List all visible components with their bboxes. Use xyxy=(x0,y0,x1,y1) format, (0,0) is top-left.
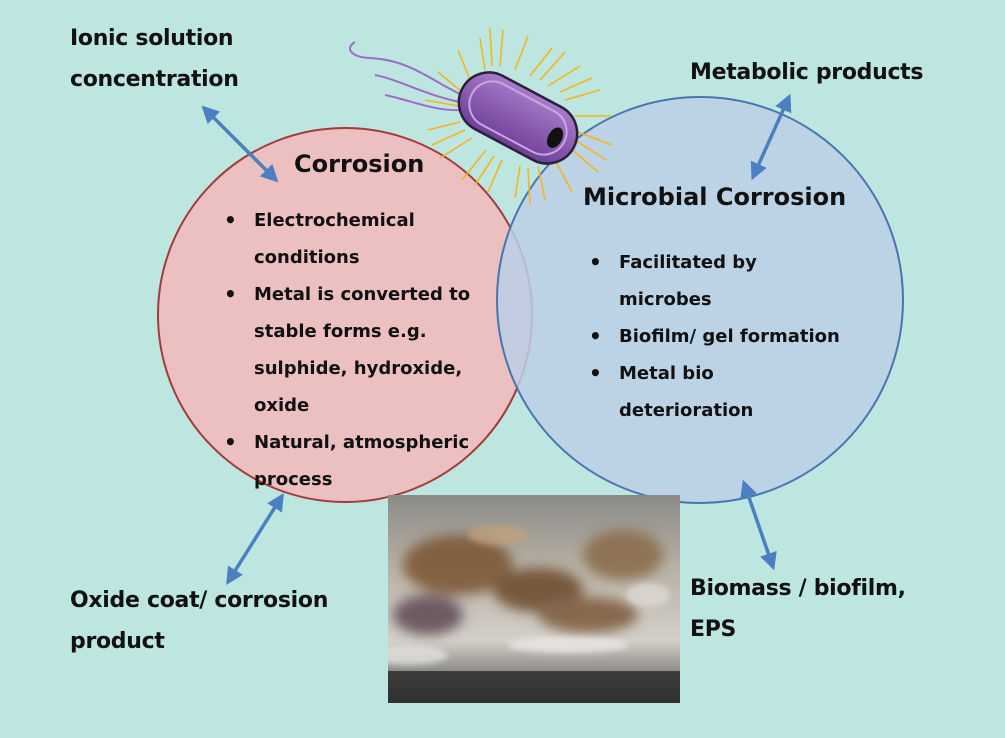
corroded-metal-surface-photo xyxy=(388,495,680,703)
corrosion-title: Corrosion xyxy=(294,150,425,178)
oxide-coat-label: Oxide coat/ corrosion product xyxy=(70,588,329,654)
arrow-bottom-left xyxy=(226,493,284,585)
metabolic-products-label: Metabolic products xyxy=(690,60,924,85)
rod-shaped-bacterium-icon xyxy=(349,27,613,206)
microbial-corrosion-bullet-list: Facilitated by microbes Biofilm/ gel for… xyxy=(583,244,840,429)
arrow-top-left xyxy=(201,105,279,183)
list-item: Metal bio deterioration xyxy=(583,355,840,429)
list-item: Metal is converted to stable forms e.g. … xyxy=(218,276,470,424)
list-item: Electrochemical conditions xyxy=(218,202,470,276)
arrow-top-right xyxy=(750,93,792,181)
list-item: Natural, atmospheric process xyxy=(218,424,470,498)
corrosion-bullet-list: Electrochemical conditions Metal is conv… xyxy=(218,202,470,498)
list-item: Biofilm/ gel formation xyxy=(583,318,840,355)
arrow-bottom-right xyxy=(740,479,777,571)
list-item: Facilitated by microbes xyxy=(583,244,840,318)
microbial-corrosion-title: Microbial Corrosion xyxy=(583,183,847,211)
biomass-biofilm-label: Biomass / biofilm, EPS xyxy=(690,576,906,642)
ionic-solution-label: Ionic solution concentration xyxy=(70,26,239,92)
